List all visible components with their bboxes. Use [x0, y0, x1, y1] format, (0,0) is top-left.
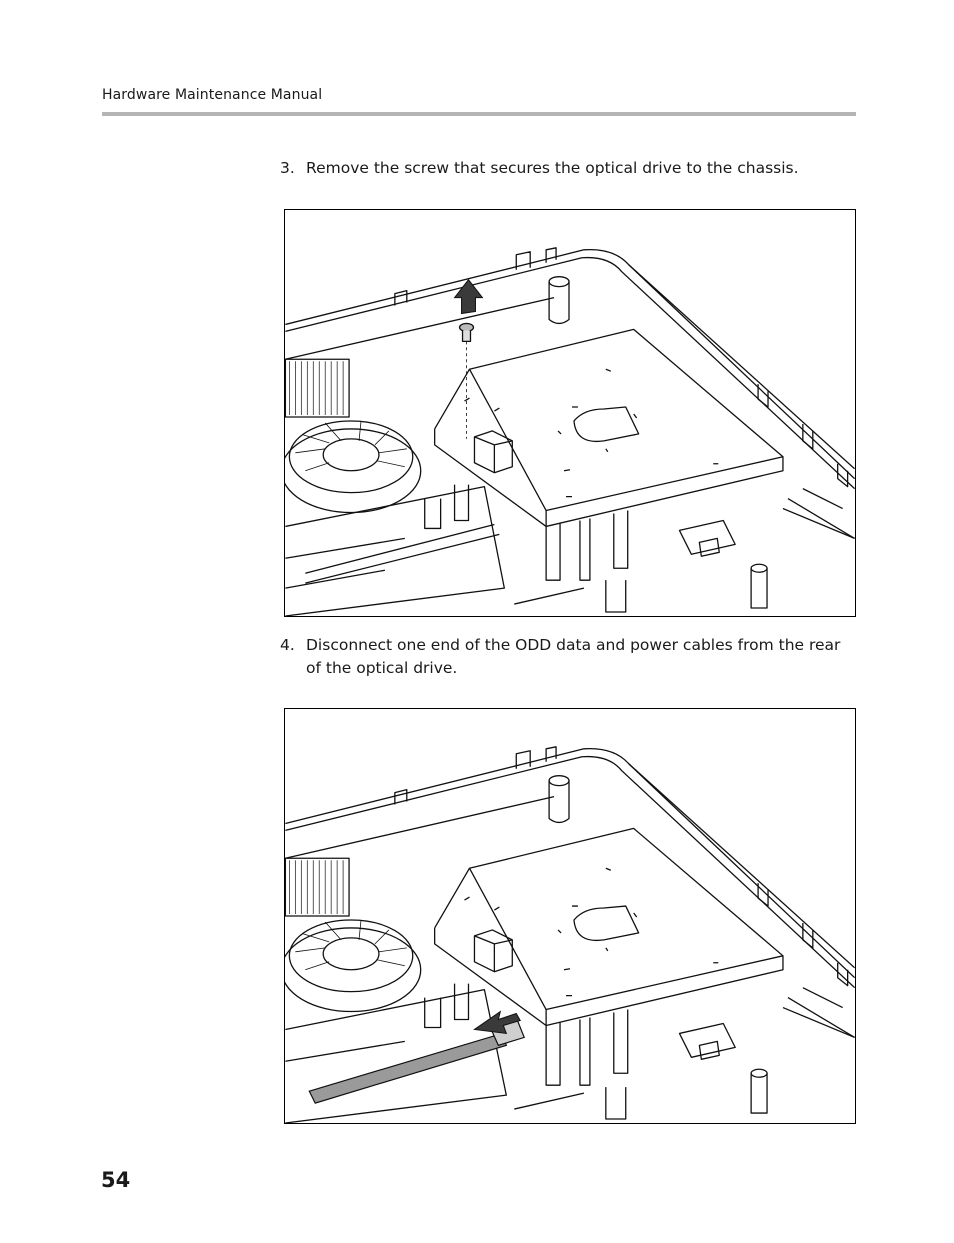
header-rule — [102, 112, 856, 116]
step-3-text: Remove the screw that secures the optica… — [306, 159, 799, 177]
figure-remove-screw — [284, 209, 856, 617]
chassis-illustration-1 — [285, 247, 855, 616]
chassis-illustration-2 — [285, 746, 855, 1123]
figure-disconnect-cables — [284, 708, 856, 1124]
step-3-number: 3. — [280, 159, 295, 177]
step-3: 3. Remove the screw that secures the opt… — [280, 157, 850, 180]
page-number: 54 — [101, 1168, 131, 1192]
odd-cable — [308, 1032, 508, 1104]
running-header: Hardware Maintenance Manual — [102, 87, 323, 103]
step-4-text: Disconnect one end of the ODD data and p… — [306, 636, 841, 677]
step-4-number: 4. — [280, 636, 295, 654]
arrow-left-icon — [473, 1010, 521, 1035]
step-4: 4. Disconnect one end of the ODD data an… — [280, 634, 850, 680]
arrow-up-icon — [453, 278, 484, 315]
